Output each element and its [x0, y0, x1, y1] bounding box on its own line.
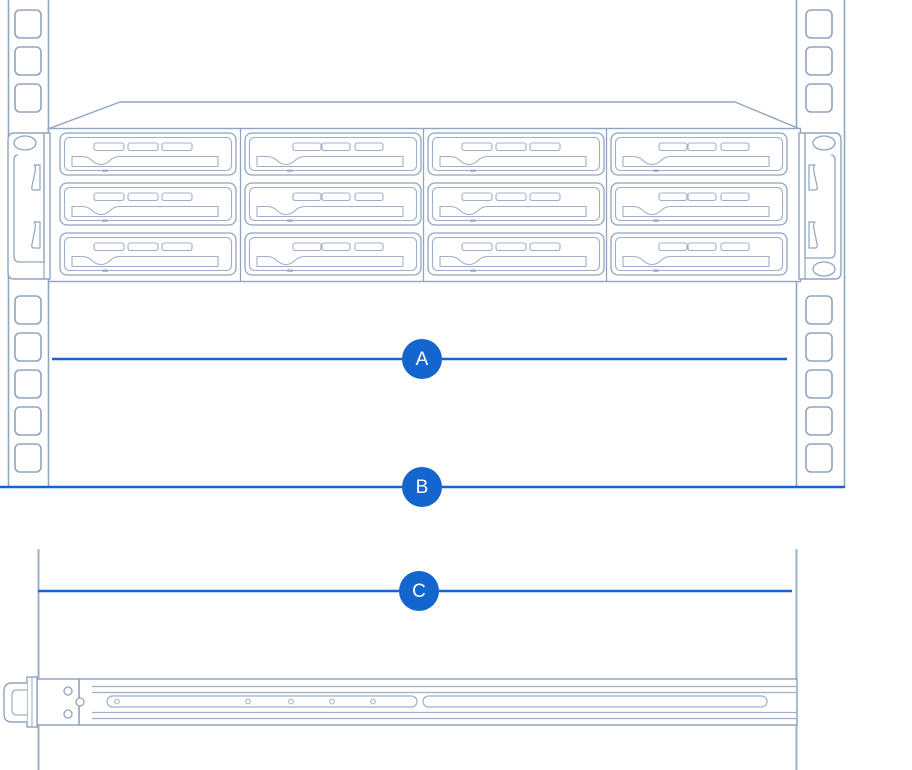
chassis-ear-left [7, 132, 51, 280]
rail-guide-lines [37, 549, 798, 770]
callout-b-badge[interactable] [402, 467, 442, 507]
callout-a-badge[interactable] [402, 339, 442, 379]
callout-c[interactable]: C [38, 571, 792, 611]
drive-bay-grid [59, 129, 788, 281]
chassis-ear-right [798, 132, 842, 280]
callout-c-badge[interactable] [399, 571, 439, 611]
rail-assembly [3, 676, 798, 728]
callout-b[interactable]: B [0, 467, 845, 507]
callout-a[interactable]: A [52, 339, 787, 379]
